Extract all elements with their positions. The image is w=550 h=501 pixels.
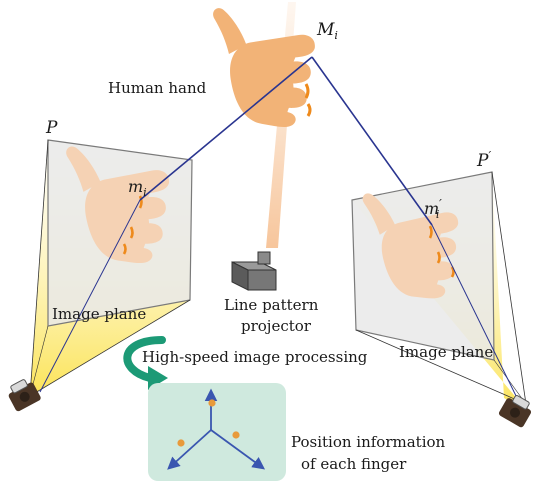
position-label-line2: of each finger [301, 455, 407, 473]
left-finger-bands [122, 195, 143, 255]
camera-icon [8, 379, 41, 412]
point-m-label: mi [128, 177, 147, 199]
finger-position-dot [177, 439, 185, 447]
position-panel [148, 383, 286, 481]
finger-position-dot [232, 431, 240, 439]
camera-P-label: P [45, 118, 58, 138]
ray-left [139, 56, 313, 201]
ray-left-ext [39, 199, 141, 393]
projector-icon [231, 251, 277, 291]
left-image-plane-label: Image plane [52, 305, 146, 323]
point-mprime-label: m′i [424, 197, 442, 221]
human-hand-label: Human hand [108, 79, 207, 97]
camera-Pprime-label: P′ [476, 149, 491, 171]
right-finger-bands [428, 225, 455, 278]
human-finger-bands [304, 83, 312, 117]
position-label-line1: Position information [291, 433, 446, 451]
camera-icon [498, 395, 532, 428]
right-image-plane-label: Image plane [399, 343, 493, 361]
processing-label: High-speed image processing [142, 348, 368, 366]
human-hand [212, 1, 321, 132]
projector-label-line2: projector [241, 317, 312, 335]
projector-label-line1: Line pattern [224, 296, 319, 314]
ray-right [311, 56, 433, 226]
point-M-label: Mi [316, 20, 338, 42]
curved-arrow-icon [123, 336, 168, 390]
finger-position-dot [208, 399, 216, 407]
ray-right-ext [431, 224, 521, 405]
